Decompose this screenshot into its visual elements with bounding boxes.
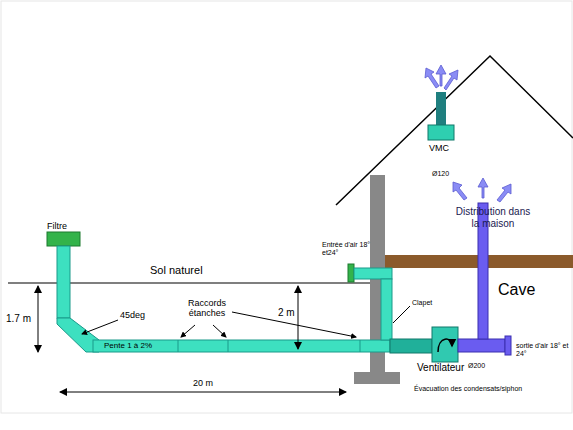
dimension: 1.7 m xyxy=(6,313,31,325)
part-name: Ventilateur xyxy=(417,362,464,374)
note: Distribution dans la maison xyxy=(452,206,534,229)
room-label: Cave xyxy=(498,281,535,299)
diameter-label: Ø200 xyxy=(468,362,485,370)
part-name: sortie d'air 18° et 24° xyxy=(516,342,570,358)
dimension: 20 m xyxy=(193,378,213,388)
callout: Raccords étanches xyxy=(181,298,233,319)
diameter-label: Ø120 xyxy=(432,170,449,178)
part-name: VMC xyxy=(429,143,449,153)
part-name: Filtre xyxy=(47,221,67,231)
part-name: Entrée d'air 18° et24° xyxy=(322,241,382,257)
slope-label: Pente 1 à 2% xyxy=(102,341,154,350)
angle-label: 45deg xyxy=(120,310,145,320)
part-name: Clapet xyxy=(412,299,432,307)
dimension: 2 m xyxy=(278,307,295,319)
ground-label: Sol naturel xyxy=(150,264,203,277)
note: Évacuation des condensats/siphon xyxy=(414,385,522,393)
